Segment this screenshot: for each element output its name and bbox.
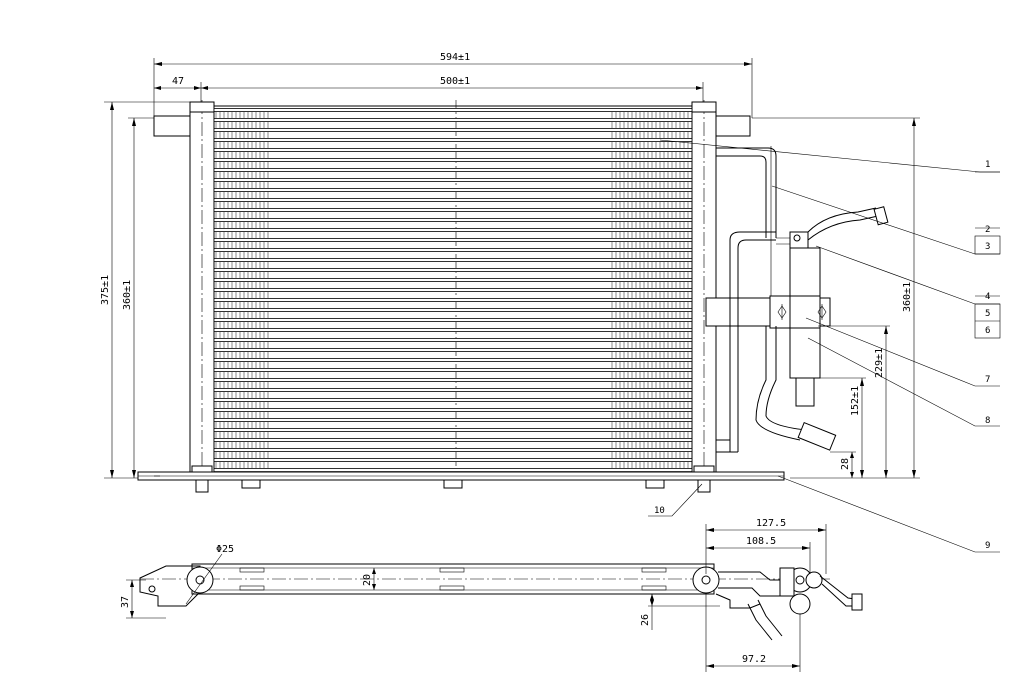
- dim-overall-height: 375±1: [100, 275, 111, 305]
- callout-5: 5: [985, 309, 990, 319]
- dim-height-28: 28: [840, 458, 851, 470]
- callout-7: 7: [985, 375, 990, 385]
- dim-core-width: 500±1: [440, 76, 470, 87]
- front-view: 594±1 47 500±1 375±1 360±1: [100, 52, 1001, 553]
- dim-overall-width: 594±1: [440, 52, 470, 63]
- dim-core-height: 360±1: [122, 280, 133, 310]
- plan-view: Φ25 37 20 26 127.5 108.5: [120, 518, 863, 672]
- dim-offset-26: 26: [640, 614, 651, 626]
- dim-left-offset: 47: [172, 76, 184, 87]
- callout-10: 10: [654, 506, 665, 516]
- dim-pipe-dia: Φ25: [216, 544, 234, 555]
- callout-6: 6: [985, 326, 990, 336]
- callout-2: 2: [985, 225, 990, 235]
- callout-9: 9: [985, 541, 990, 551]
- callout-3: 3: [985, 242, 990, 252]
- callout-8: 8: [985, 416, 990, 426]
- dim-right-height: 360±1: [902, 282, 913, 312]
- dim-side-127: 127.5: [756, 518, 786, 529]
- dim-side-97: 97.2: [742, 654, 766, 665]
- callout-1: 1: [985, 160, 990, 170]
- callout-4: 4: [985, 292, 990, 302]
- dim-core-depth: 20: [362, 574, 373, 586]
- dim-depth-37: 37: [120, 596, 131, 608]
- dim-side-108: 108.5: [746, 536, 776, 547]
- dim-height-229: 229±1: [874, 348, 885, 378]
- dim-height-152: 152±1: [850, 386, 861, 416]
